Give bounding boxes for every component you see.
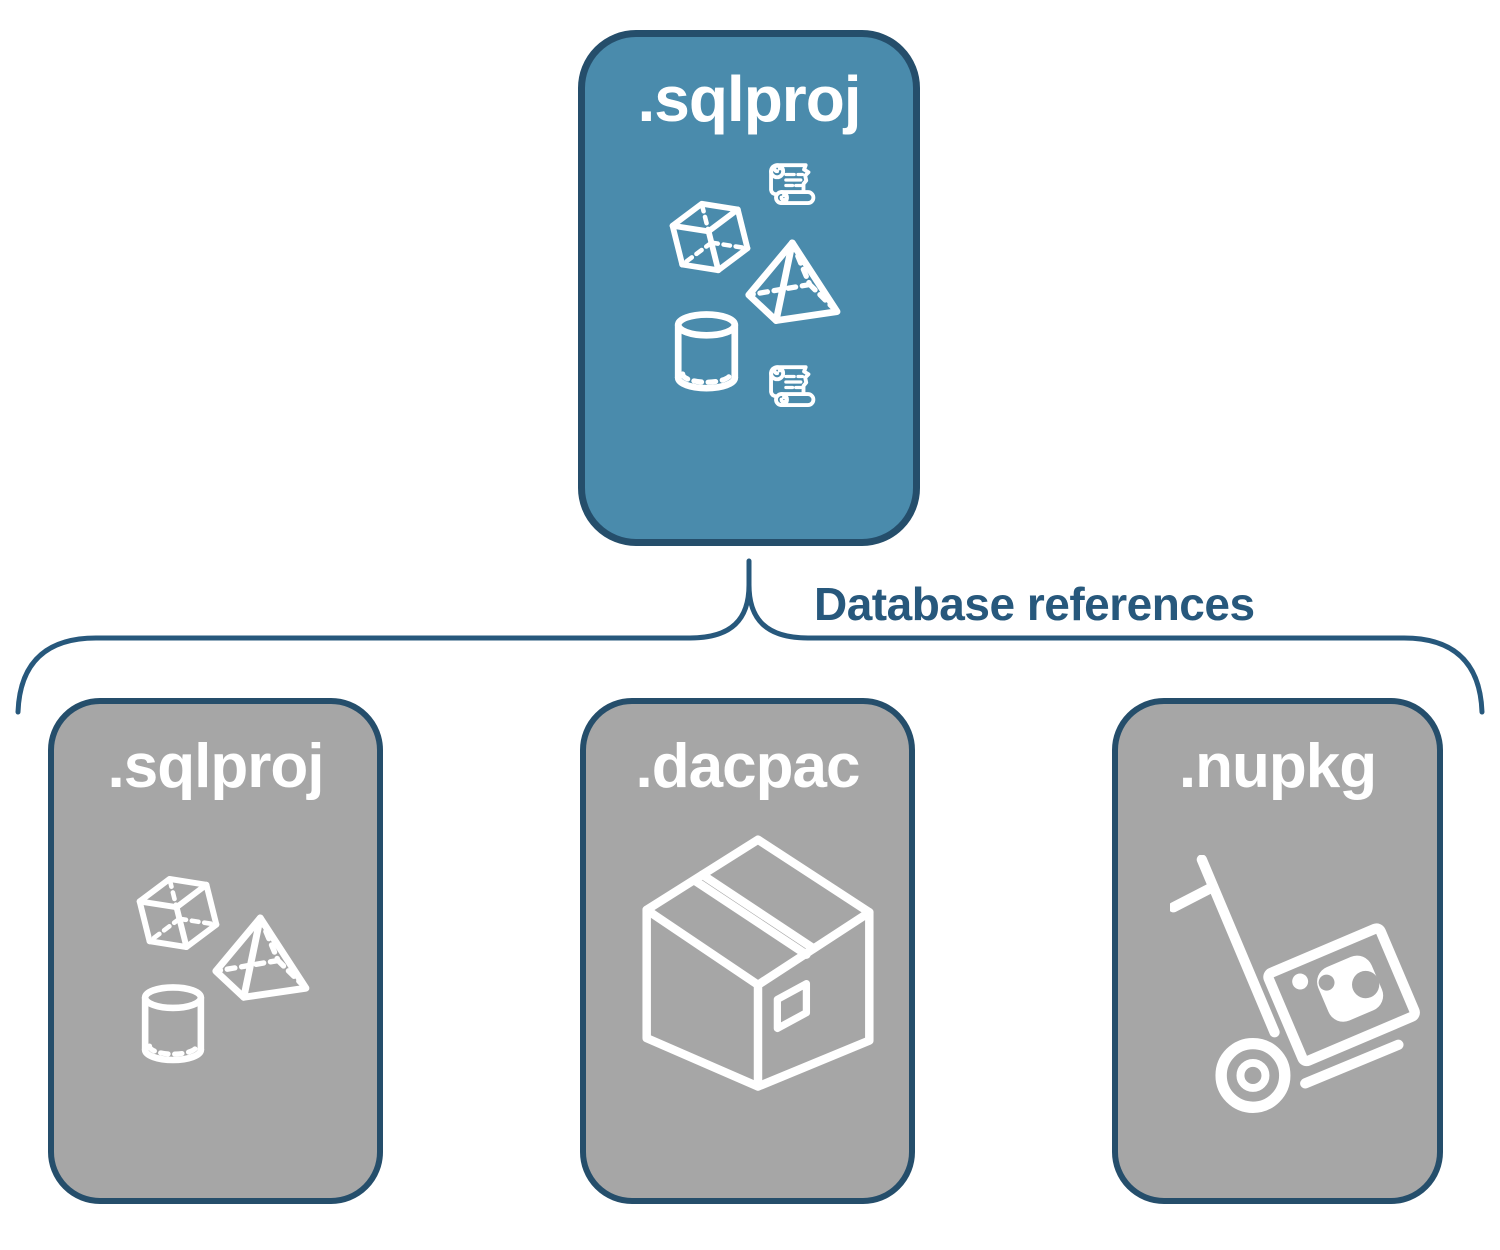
cylinder-icon [673, 310, 740, 396]
pyramid-icon [745, 237, 843, 326]
cube-icon [135, 870, 221, 956]
child-card-label: .sqlproj [107, 732, 325, 801]
child-card-nupkg: .nupkg [1112, 698, 1443, 1204]
child-card-label: .nupkg [1178, 732, 1377, 801]
brace-right-branch [746, 582, 1485, 715]
child-card-label: .dacpac [635, 732, 861, 801]
package-box-icon [637, 830, 879, 1096]
child-card-sqlproj: .sqlproj [48, 698, 383, 1204]
cube-icon [668, 195, 752, 279]
child-card-dacpac: .dacpac [580, 698, 915, 1204]
cylinder-icon [140, 983, 206, 1067]
connector-label: Database references [814, 578, 1255, 630]
scroll-icon [765, 360, 820, 415]
brace-left-branch [15, 558, 752, 715]
pyramid-icon [212, 912, 312, 1003]
root-card-label: .sqlproj [637, 63, 861, 135]
brace-connector [15, 558, 1485, 715]
nuget-logo-icon [1263, 923, 1420, 1067]
root-card-sqlproj: .sqlproj [578, 30, 920, 546]
scroll-icon [765, 158, 820, 213]
hand-truck-icon [1170, 855, 1420, 1114]
